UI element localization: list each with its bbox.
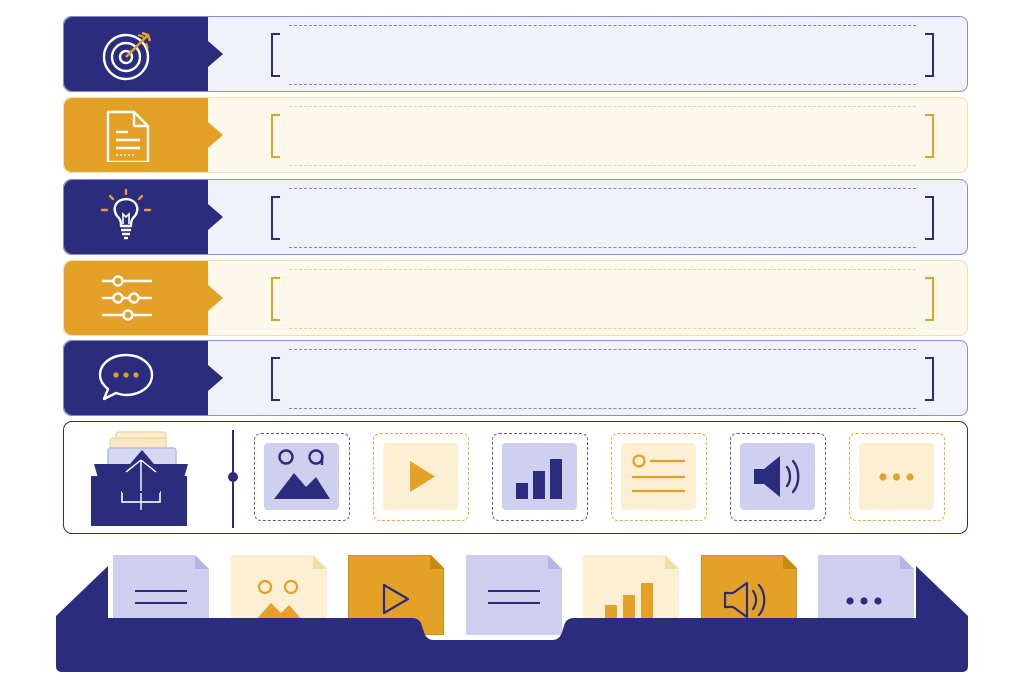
- close-bracket: [925, 196, 934, 240]
- tray-doc-more: [818, 555, 914, 635]
- close-bracket: [925, 33, 934, 77]
- input-cell-image[interactable]: [254, 433, 350, 521]
- lightbulb-icon: [100, 188, 152, 240]
- tray-doc-video: [348, 555, 444, 635]
- placeholder-slot[interactable]: [289, 106, 916, 166]
- image-icon: [274, 449, 330, 499]
- prompt-row-constraints: [63, 260, 968, 336]
- placeholder-slot[interactable]: [289, 188, 916, 248]
- target-icon: [102, 31, 152, 81]
- close-bracket: [925, 357, 934, 401]
- placeholder-slot[interactable]: [289, 269, 916, 329]
- tray-doc-data: [583, 555, 679, 635]
- tray-front: [56, 618, 968, 672]
- row-tab: [64, 98, 223, 172]
- tray-doc-text: [113, 555, 209, 635]
- input-cell-more[interactable]: [849, 433, 945, 521]
- placeholder-slot[interactable]: [289, 25, 916, 85]
- prompt-row-goal: [63, 16, 968, 92]
- chat-bubble-icon: [98, 353, 154, 401]
- input-cell-text[interactable]: [611, 433, 707, 521]
- tray-doc-image: [231, 555, 327, 635]
- bar-chart-icon: [516, 459, 562, 499]
- input-types-panel: [63, 421, 968, 534]
- text-card-icon: [632, 454, 685, 493]
- speaker-icon: [754, 456, 800, 497]
- prompt-row-context: [63, 97, 968, 173]
- open-bracket: [271, 33, 280, 77]
- input-cell-video[interactable]: [373, 433, 469, 521]
- document-icon: [106, 110, 150, 162]
- prompt-row-idea: [63, 179, 968, 255]
- placeholder-slot[interactable]: [289, 349, 916, 409]
- row-tab: [64, 180, 223, 254]
- prompt-row-format: [63, 340, 968, 416]
- close-bracket: [925, 114, 934, 158]
- open-bracket: [271, 277, 280, 321]
- row-tab: [64, 341, 223, 415]
- row-tab: [64, 17, 223, 91]
- connector-dot: [228, 472, 238, 482]
- play-icon: [410, 461, 435, 492]
- sliders-icon: [102, 275, 152, 321]
- open-bracket: [271, 196, 280, 240]
- open-bracket: [271, 357, 280, 401]
- tray-doc-audio: [701, 555, 797, 635]
- more-dots-icon: [879, 473, 914, 481]
- close-bracket: [925, 277, 934, 321]
- input-cell-data[interactable]: [492, 433, 588, 521]
- open-bracket: [271, 114, 280, 158]
- input-cell-audio[interactable]: [730, 433, 826, 521]
- tray-doc-text: [466, 555, 562, 635]
- archive-box-icon: [91, 431, 188, 526]
- tray-back-wall: [56, 566, 968, 626]
- row-tab: [64, 261, 223, 335]
